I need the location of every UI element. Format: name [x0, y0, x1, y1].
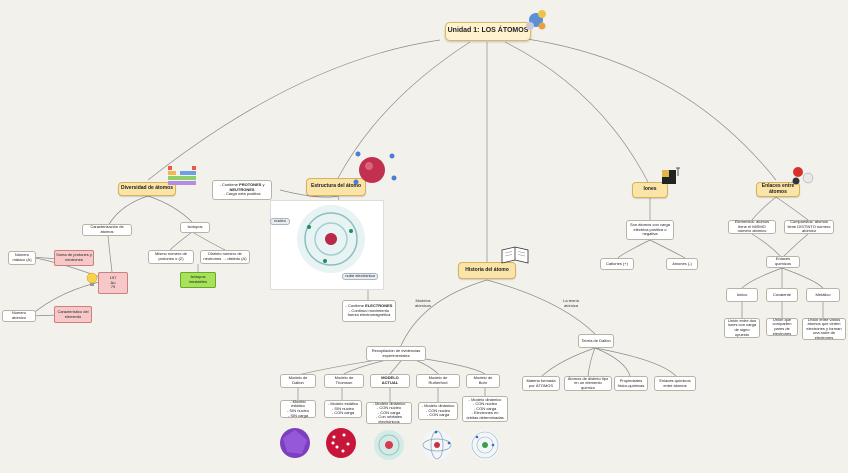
numero-atomico-node[interactable]: Número atómico [2, 310, 36, 322]
numero-masico-node[interactable]: Número másico (A) [8, 251, 36, 265]
aniones-node[interactable]: Aniones (-) [666, 258, 698, 270]
isotopos-node[interactable]: Isótopos [180, 222, 210, 233]
recopilacion-node[interactable]: Recopilación de evidencias experimentale… [366, 346, 426, 361]
branch-diversidad[interactable]: Diversidad de átomos [118, 182, 176, 196]
gold-symbol: Au [110, 279, 116, 285]
nucleo-line-1a: - Contiene [219, 182, 240, 188]
desc-line: - CON carga [377, 409, 401, 415]
desc-line: - SIN núcleo [286, 408, 309, 413]
model-bohr[interactable]: Modelo de Bohr [466, 374, 500, 388]
gold-mass: 197 [109, 275, 117, 281]
actual-model-image [374, 430, 404, 460]
enlace-ionico[interactable]: Iónico [726, 288, 758, 302]
central-topic[interactable]: Unidad 1: LOS ÁTOMOS [445, 22, 531, 41]
desc-line: - Con orbitales electrónicos [375, 414, 402, 424]
desc-line: - Modelo estático [327, 401, 359, 407]
model-actual[interactable]: MODELO ACTUAL [370, 374, 410, 388]
desc-line: - SIN núcleo [331, 405, 354, 411]
ionico-desc[interactable]: Unión entre dos iones con carga de signo… [724, 318, 760, 338]
branch-iones[interactable]: Iones [632, 182, 668, 198]
mismo-numero-node[interactable]: Mismo número de protones o (Z) [148, 250, 194, 264]
model-bohr-desc[interactable]: - Modelo dinámico - CON núcleo - CON car… [462, 396, 508, 422]
nucleo-description[interactable]: - Contiene PROTONES y NEUTRONES - Carga … [212, 180, 272, 200]
nube-description[interactable]: - Contiene ELECTRONES - Continuo movimie… [342, 300, 396, 322]
desc-line: - Modelo dinámico [468, 396, 502, 402]
enlaces-quimicos-node[interactable]: Enlaces químicos [766, 256, 800, 268]
lightbulb-icon [86, 272, 98, 286]
desc-line: - Modelo dinámico [372, 400, 406, 406]
model-thomson-desc[interactable]: - Modelo estático - SIN núcleo - CON car… [324, 400, 362, 418]
dalton-model-image [280, 428, 310, 458]
model-dalton-desc[interactable]: - Modelo estático - SIN núcleo - SIN car… [280, 398, 316, 418]
branch-historia[interactable]: Historia del átomo [458, 262, 516, 279]
iones-desc-node[interactable]: Son átomos con carga eléctrica positiva … [626, 220, 674, 240]
nucleo-carga: - Carga neta positiva [223, 191, 261, 197]
gold-element-node[interactable]: 197 Au 79 [98, 272, 128, 294]
elementos-node[interactable]: Elementos: átomos tiene el MISMO número … [728, 219, 776, 234]
dalton-point-4[interactable]: Enlaces químicos entre átomos [654, 376, 696, 391]
desc-line: - CON núcleo [425, 407, 451, 413]
branch-enlaces[interactable]: Enlaces entre átomos [756, 182, 800, 197]
suma-protones-node[interactable]: Suma de protones y neutrones [54, 250, 94, 266]
gold-number: 79 [110, 284, 116, 290]
dalton-point-1[interactable]: Materia formada por ÁTOMOS [522, 376, 560, 391]
model-thomson[interactable]: Modelo de Thomson [324, 374, 364, 388]
ion-icon [662, 167, 680, 184]
nube-electrones: ELECTRONES [365, 303, 393, 309]
desc-line: - CON carga [331, 410, 355, 416]
desc-line: - CON carga [473, 405, 497, 411]
atom-structure-icon [353, 151, 397, 185]
book-icon [501, 246, 529, 264]
caracterizacion-node[interactable]: Caracterización de átomos [82, 224, 132, 236]
thomson-model-image [326, 428, 356, 458]
distinto-numero-node[interactable]: Distinto número de neutrones → distinto … [200, 250, 250, 264]
atom-icon [526, 10, 546, 30]
caracteristico-node[interactable]: Característico del elemento [54, 306, 92, 323]
model-rutherford[interactable]: Modelo de Rutherford [416, 374, 460, 388]
dalton-theory-node[interactable]: Teoría de Dalton [578, 334, 614, 348]
nucleo-label: núcleo [270, 218, 290, 225]
bohr-model-image [470, 430, 500, 460]
enlace-covalente[interactable]: Covalente [766, 288, 798, 302]
desc-line: - CON núcleo [472, 401, 498, 407]
desc-line: - CON núcleo [376, 405, 402, 411]
molecule-icon [792, 167, 814, 185]
nucleo-neutrones: NEUTRONES [229, 186, 255, 192]
desc-line: - CON carga [426, 412, 450, 418]
nube-fuerza: fuerza electromagnética [347, 312, 391, 318]
isotopos-inestables-node[interactable]: Isótopos inestables [180, 272, 216, 288]
periodic-table-icon [168, 166, 196, 185]
nucleo-and: y [261, 182, 265, 188]
desc-line: - Electrones en órbitas determinadas [466, 410, 504, 420]
compuestos-node[interactable]: Compuestos: átomos tiene DISTINTO número… [784, 219, 834, 234]
dalton-point-2[interactable]: Átomos de distinto tipo en un elemento q… [564, 376, 612, 391]
model-actual-desc[interactable]: - Modelo dinámico - CON núcleo - CON car… [366, 400, 412, 424]
model-dalton[interactable]: Modelo de Dalton [280, 374, 316, 388]
teoria-label: La teoría atómica [563, 298, 579, 308]
branch-estructura[interactable]: Estructura del átomo [306, 178, 366, 196]
enlace-metalico[interactable]: Metálico [806, 288, 840, 302]
desc-line: - Modelo dinámico [421, 403, 455, 409]
metalico-desc[interactable]: Unión entre varios átomos que ceden elec… [802, 317, 846, 340]
nube-label: nube electrónica [342, 273, 378, 280]
dalton-point-3[interactable]: Propiedades físico-químicas [614, 376, 648, 391]
model-rutherford-desc[interactable]: - Modelo dinámico - CON núcleo - CON car… [418, 402, 458, 420]
nube-line-1a: - Contiene [345, 303, 366, 309]
covalente-desc[interactable]: Unión que comparten pares de electrones [766, 317, 798, 336]
cationes-node[interactable]: Cationes (+) [600, 258, 634, 270]
desc-line: - SIN carga [287, 412, 309, 418]
rutherford-model-image [422, 430, 452, 460]
modelos-label: Modelos atómicos [414, 298, 431, 308]
nucleo-protones: PROTONES [239, 182, 262, 188]
desc-line: - Modelo estático [290, 398, 306, 409]
nube-movimiento: - Continuo movimiento [348, 307, 390, 313]
